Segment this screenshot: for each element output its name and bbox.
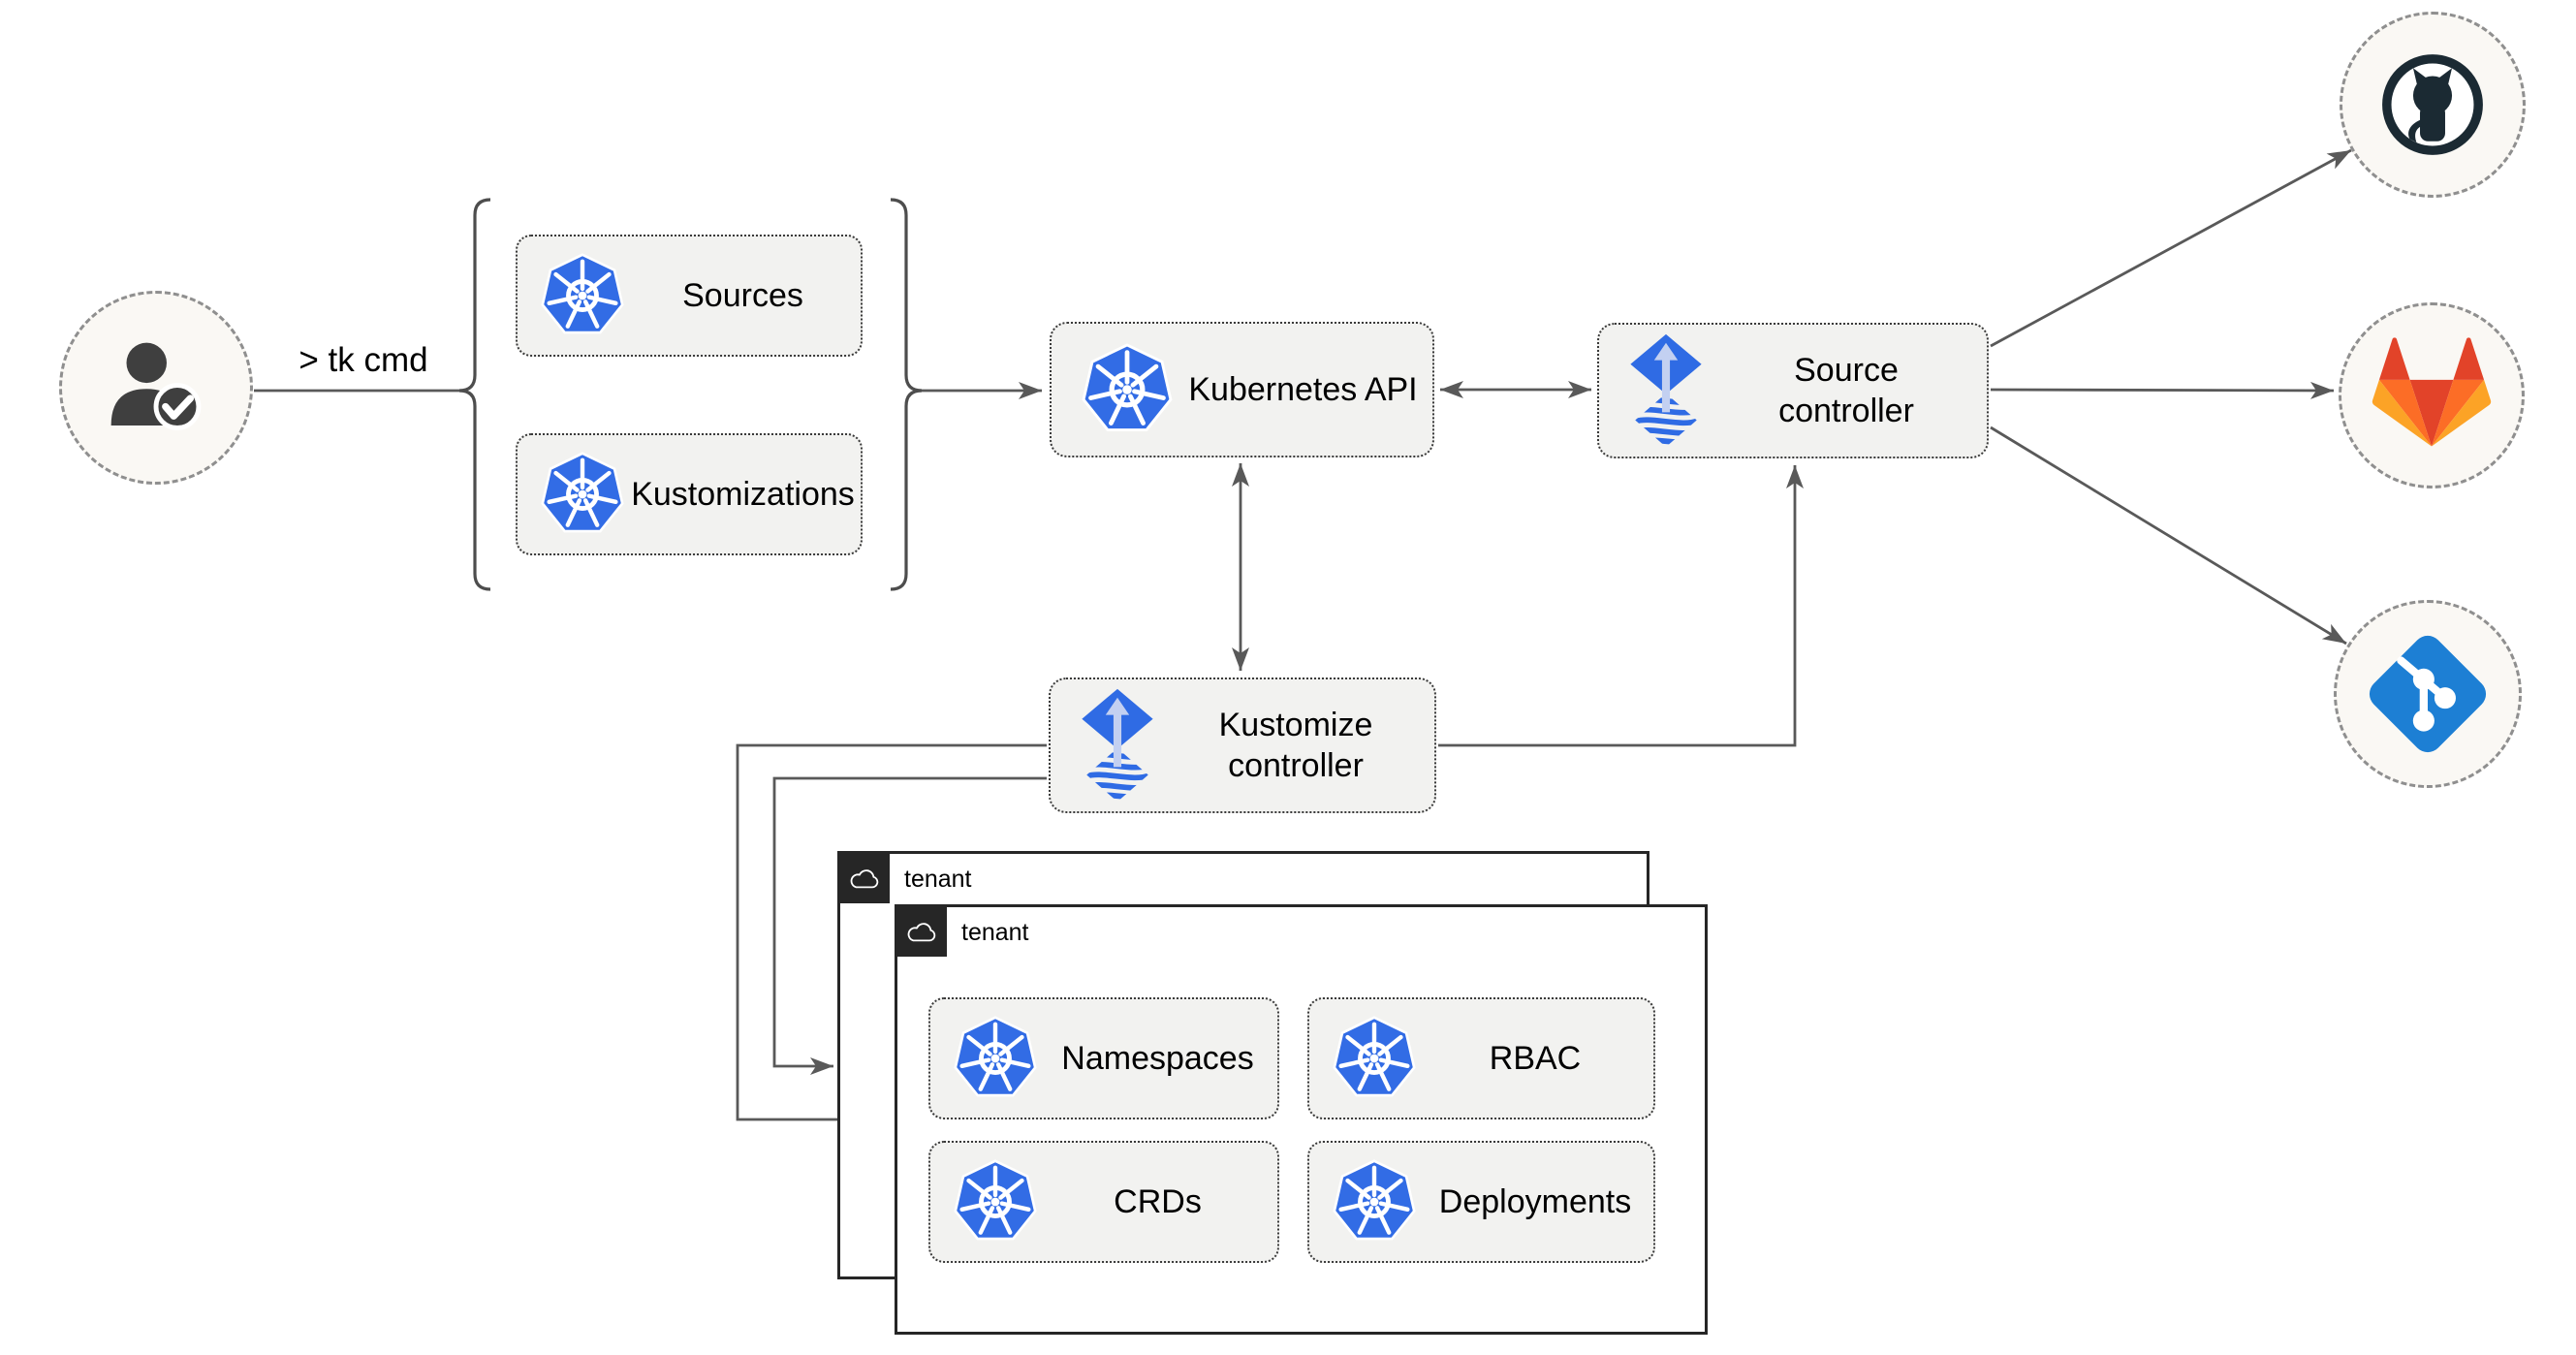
tenant-label: tenant	[904, 866, 972, 893]
node-label: Namespaces	[1061, 1039, 1254, 1077]
edge-kustomize-to-source-controller	[1438, 465, 1804, 747]
kubernetes-icon	[1332, 1159, 1417, 1245]
cloud-icon	[904, 919, 939, 944]
node-label: RBAC	[1489, 1039, 1582, 1077]
node-label: Kustomizations	[631, 475, 855, 513]
kubernetes-icon	[540, 253, 625, 338]
flux-icon	[1078, 688, 1157, 803]
gitlab-icon	[2371, 334, 2493, 457]
cloud-icon	[847, 866, 882, 891]
git-target-node	[2334, 600, 2522, 788]
node-label: Sources	[682, 276, 803, 314]
github-target-node	[2340, 12, 2526, 198]
edge-source-to-github	[1990, 148, 2352, 348]
gitlab-target-node	[2339, 302, 2525, 488]
node-label: Kustomize controller	[1218, 706, 1373, 785]
namespaces-node: Namespaces	[928, 997, 1279, 1119]
sources-node: Sources	[516, 235, 863, 357]
tenant-container-front: tenant	[895, 904, 1708, 1335]
edge-kustomize-to-tenant-back	[772, 776, 1047, 1075]
kubernetes-icon	[540, 452, 625, 537]
github-icon	[2375, 47, 2490, 162]
kubernetes-icon	[1332, 1016, 1417, 1101]
node-label: Deployments	[1438, 1182, 1632, 1220]
node-label: Kubernetes API	[1188, 370, 1418, 408]
right-curly-brace	[890, 198, 923, 591]
tenant-label: tenant	[961, 919, 1029, 946]
user-check-icon	[97, 329, 215, 447]
edge-source-to-git	[1990, 425, 2347, 646]
source-controller-node: Source controller	[1597, 323, 1989, 458]
deployments-node: Deployments	[1307, 1141, 1655, 1263]
node-label: Source controller	[1778, 351, 1914, 430]
edge-source-to-gitlab	[1990, 381, 2335, 399]
left-curly-brace	[458, 198, 491, 591]
edge-kustomize-to-tenant-front	[736, 743, 1047, 1128]
git-icon	[2361, 627, 2495, 761]
kubernetes-api-node: Kubernetes API	[1050, 322, 1434, 457]
rbac-node: RBAC	[1307, 997, 1655, 1119]
kustomizations-node: Kustomizations	[516, 433, 863, 555]
kubernetes-icon	[953, 1016, 1038, 1101]
cli-command-label: > tk cmd	[298, 341, 428, 379]
tenant-badge	[839, 853, 890, 903]
tenant-badge	[896, 906, 947, 957]
kubernetes-icon	[953, 1159, 1038, 1245]
kubernetes-icon	[1081, 343, 1174, 436]
flux-icon	[1626, 333, 1706, 448]
crds-node: CRDs	[928, 1141, 1279, 1263]
user-node	[59, 291, 253, 485]
kustomize-controller-node: Kustomize controller	[1049, 678, 1436, 813]
node-label: CRDs	[1114, 1182, 1202, 1220]
